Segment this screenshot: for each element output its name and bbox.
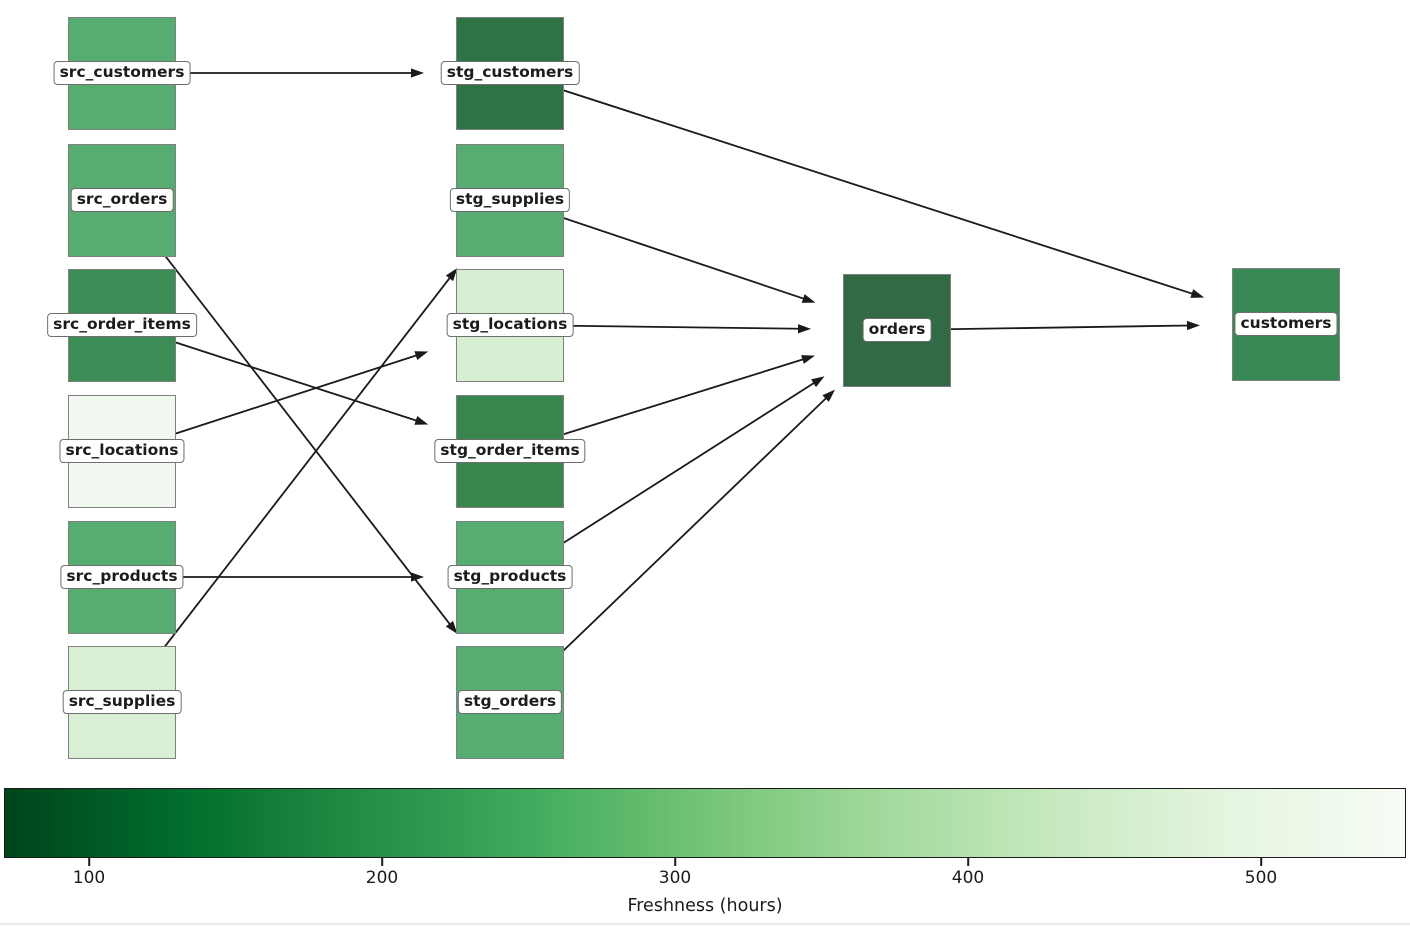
arrowhead-stg_locations-to-orders [797, 324, 812, 334]
colorbar-tick-200 [381, 858, 383, 866]
colorbar-tick-label-400: 400 [951, 868, 985, 888]
colorbar-tick-label-300: 300 [658, 868, 692, 888]
arrowhead-src_products-to-stg_products [411, 572, 424, 582]
node-label-src_orders: src_orders [70, 188, 174, 212]
colorbar-tick-label-200: 200 [365, 868, 399, 888]
colorbar-tick-400 [967, 858, 969, 866]
node-label-stg_orders: stg_orders [457, 690, 563, 714]
node-label-src_supplies: src_supplies [62, 690, 182, 714]
node-label-stg_customers: stg_customers [440, 61, 580, 85]
colorbar-tick-label-500: 500 [1244, 868, 1278, 888]
node-label-stg_order_items: stg_order_items [434, 439, 586, 463]
colorbar-axis-label: Freshness (hours) [627, 896, 783, 916]
node-label-src_products: src_products [60, 565, 184, 589]
arrowhead-orders-to-customers [1186, 320, 1201, 331]
node-label-src_locations: src_locations [59, 439, 185, 463]
arrowhead-stg_orders-to-orders [822, 389, 835, 402]
node-label-stg_products: stg_products [447, 565, 573, 589]
arrowhead-stg_customers-to-customers [1190, 289, 1205, 298]
arrowhead-src_orders-to-stg_orders [445, 620, 458, 634]
node-label-src_customers: src_customers [53, 61, 191, 85]
arrowhead-stg_supplies-to-orders [801, 294, 816, 303]
arrowhead-stg_products-to-orders [811, 376, 825, 388]
arrowhead-src_locations-to-stg_locations [414, 351, 429, 360]
arrowhead-src_customers-to-stg_customers [411, 68, 424, 78]
edge-stg_customers-to-customers [509, 72, 1195, 296]
freshness-colorbar [4, 788, 1406, 858]
node-label-orders: orders [862, 318, 932, 342]
edge-src_supplies-to-stg_supplies [121, 275, 453, 703]
figure-bottom-rule [0, 923, 1410, 925]
colorbar-tick-500 [1260, 858, 1262, 866]
node-label-stg_locations: stg_locations [446, 313, 574, 337]
edge-src_orders-to-stg_orders [121, 199, 453, 627]
colorbar-tick-100 [88, 858, 90, 866]
node-label-customers: customers [1234, 312, 1338, 336]
arrowhead-stg_order_items-to-orders [801, 355, 815, 364]
node-label-stg_supplies: stg_supplies [449, 188, 571, 212]
arrowhead-src_supplies-to-stg_supplies [445, 268, 458, 282]
colorbar-tick-label-100: 100 [72, 868, 106, 888]
node-label-src_order_items: src_order_items [47, 313, 197, 337]
arrowhead-src_order_items-to-stg_order_items [414, 416, 429, 425]
colorbar-tick-300 [674, 858, 676, 866]
